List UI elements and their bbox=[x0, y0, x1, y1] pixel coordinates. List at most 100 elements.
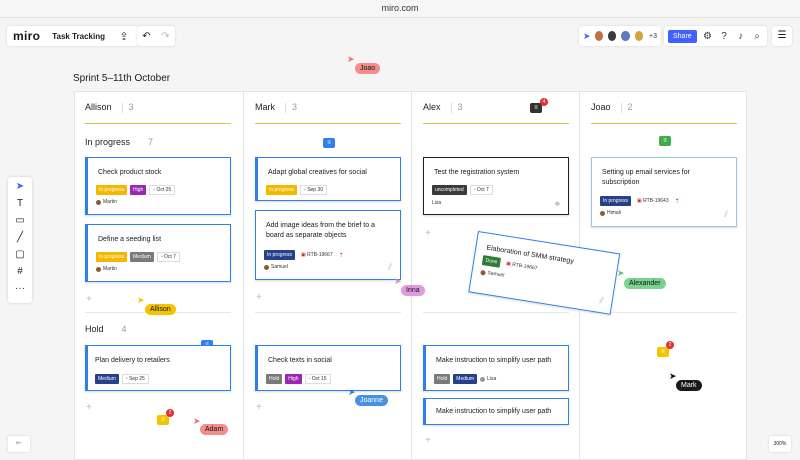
assignee[interactable]: Himali bbox=[600, 210, 621, 216]
drag-handle-icon[interactable]: ⫽ bbox=[598, 294, 605, 306]
board-list-icon[interactable]: ☰ bbox=[772, 26, 792, 46]
frame-tool-icon[interactable]: # bbox=[17, 266, 23, 277]
comment-icon[interactable]: ≡ bbox=[657, 347, 669, 357]
add-card-button[interactable]: + bbox=[256, 292, 262, 303]
undo-icon[interactable]: ↶ bbox=[142, 30, 151, 42]
pen-tool-icon[interactable]: ╱ bbox=[16, 232, 24, 243]
card-title: Add image ideas from the brief to a boar… bbox=[266, 222, 375, 239]
assignee[interactable]: Martin bbox=[96, 199, 117, 205]
status-tag[interactable]: In progress bbox=[266, 185, 298, 195]
add-card-button[interactable]: + bbox=[425, 435, 431, 446]
assignee[interactable]: Lisa bbox=[432, 200, 442, 206]
comment-icon[interactable]: ≡ bbox=[323, 138, 335, 148]
priority-tag[interactable]: Medium bbox=[95, 374, 119, 384]
cursor-follow-icon[interactable]: ➤ bbox=[583, 30, 591, 41]
cursor-arrow-icon: ➤ bbox=[394, 276, 402, 286]
status-tag[interactable]: Hold bbox=[434, 374, 451, 384]
priority-tag[interactable]: High bbox=[130, 185, 147, 195]
sticky-note-icon[interactable]: ▭ bbox=[15, 215, 25, 226]
card-tags: Medium ▫ Sep 25 bbox=[95, 374, 149, 384]
task-card[interactable]: Make instruction to simplify user path bbox=[423, 398, 569, 425]
ticket-ref[interactable]: ▣ RTB-19667 bbox=[301, 252, 333, 258]
card-title: Check product stock bbox=[98, 169, 162, 176]
settings-sliders-icon[interactable]: ⚙ bbox=[702, 30, 712, 42]
card-tags: In progress ▫ Sep 30 bbox=[266, 185, 328, 195]
assignee[interactable]: Lisa bbox=[480, 376, 496, 382]
cursor-arrow-icon: ➤ bbox=[348, 387, 356, 397]
assignee[interactable]: Martin bbox=[96, 266, 117, 272]
avatar[interactable] bbox=[620, 30, 631, 42]
cursor-label: Irina bbox=[401, 285, 425, 296]
comment-icon[interactable]: ≡ bbox=[157, 415, 169, 425]
comment-tool-icon[interactable]: ▢ bbox=[15, 249, 25, 260]
task-card[interactable]: Add image ideas from the brief to a boar… bbox=[255, 210, 401, 280]
help-icon[interactable]: ? bbox=[721, 30, 727, 42]
assignee[interactable]: Samuel bbox=[480, 269, 505, 279]
cursor-label: Joao bbox=[355, 63, 381, 74]
status-tag[interactable]: In progress bbox=[96, 185, 128, 195]
select-cursor-icon[interactable]: ➤ bbox=[15, 181, 25, 192]
task-card[interactable]: Test the registration system uncompleted… bbox=[423, 157, 569, 215]
minimap-toggle[interactable]: ⇤ bbox=[8, 436, 30, 452]
status-tag[interactable]: In progress bbox=[600, 196, 632, 206]
due-date[interactable]: ▫ Sep 30 bbox=[300, 185, 328, 195]
avatar[interactable] bbox=[633, 30, 644, 42]
card-title: Make instruction to simplify user path bbox=[436, 357, 552, 364]
drag-handle-icon[interactable]: ⫽ bbox=[723, 209, 728, 219]
browser-titlebar: miro.com bbox=[0, 0, 800, 18]
cursor-label: Joanne bbox=[355, 395, 388, 406]
text-tool-icon[interactable]: T bbox=[16, 198, 24, 209]
priority-arrow-icon: ⇡ bbox=[338, 252, 344, 259]
drag-handle-icon[interactable]: ⫽ bbox=[387, 262, 392, 272]
task-card[interactable]: Make instruction to simplify user path H… bbox=[423, 345, 569, 391]
add-card-button[interactable]: + bbox=[86, 402, 92, 413]
priority-tag[interactable]: Medium bbox=[130, 252, 154, 262]
assignee[interactable]: Samuel bbox=[264, 264, 288, 270]
cursor-arrow-icon: ➤ bbox=[137, 295, 145, 305]
board-menu-bar: miro Task Tracking ⇪ bbox=[7, 26, 139, 46]
priority-tag[interactable]: High bbox=[285, 374, 302, 384]
zoom-level[interactable]: 300% bbox=[769, 436, 791, 452]
avatar[interactable] bbox=[606, 30, 618, 42]
priority-tag[interactable]: Medium bbox=[453, 374, 478, 384]
status-tag[interactable]: Hold bbox=[266, 374, 283, 384]
task-card[interactable]: Define a seeding list In progress Medium… bbox=[85, 224, 231, 282]
task-card[interactable]: Adapt global creatives for social In pro… bbox=[255, 157, 401, 201]
redo-icon[interactable]: ↷ bbox=[161, 30, 170, 42]
extra-collaborators-count[interactable]: +3 bbox=[648, 32, 657, 40]
search-icon[interactable]: ⌕ bbox=[754, 30, 761, 42]
add-card-button[interactable]: + bbox=[256, 402, 262, 413]
due-date[interactable]: ▫ Oct 7 bbox=[469, 185, 493, 195]
status-tag[interactable]: uncompleted bbox=[432, 185, 467, 195]
comment-icon[interactable]: ≡ bbox=[659, 136, 671, 146]
share-button[interactable]: Share bbox=[668, 29, 697, 43]
upload-icon[interactable]: ⇪ bbox=[119, 30, 129, 43]
miro-logo[interactable]: miro bbox=[13, 29, 41, 43]
column-divider bbox=[411, 91, 412, 460]
due-date[interactable]: ▫ Sep 25 bbox=[121, 374, 149, 384]
add-card-button[interactable]: + bbox=[425, 228, 431, 239]
due-date[interactable]: ▫ Oct 7 bbox=[156, 252, 180, 262]
task-card[interactable]: Plan delivery to retailers Medium ▫ Sep … bbox=[85, 345, 231, 391]
due-date[interactable]: ▫ Oct 15 bbox=[304, 374, 331, 384]
status-tag[interactable]: Done bbox=[481, 255, 502, 268]
ticket-ref[interactable]: ▣ RTB-19643 bbox=[637, 198, 669, 204]
board-title[interactable]: Task Tracking bbox=[52, 31, 105, 41]
comment-icon[interactable]: ≡ bbox=[530, 103, 542, 113]
task-card[interactable]: Setting up email services for subscripti… bbox=[591, 157, 737, 227]
add-card-button[interactable]: + bbox=[86, 294, 92, 305]
status-tag[interactable]: In progress bbox=[264, 250, 296, 260]
task-card[interactable]: Check product stock In progress High ▫ O… bbox=[85, 157, 231, 215]
task-card[interactable]: Check texts in social Hold High ▫ Oct 15 bbox=[255, 345, 401, 391]
avatar[interactable] bbox=[593, 30, 604, 42]
due-date[interactable]: ▫ Oct 25 bbox=[149, 185, 176, 195]
notifications-bell-icon[interactable]: ♪ bbox=[738, 30, 744, 42]
more-tools-icon[interactable]: ··· bbox=[15, 283, 25, 294]
status-tag[interactable]: In progress bbox=[96, 252, 128, 262]
